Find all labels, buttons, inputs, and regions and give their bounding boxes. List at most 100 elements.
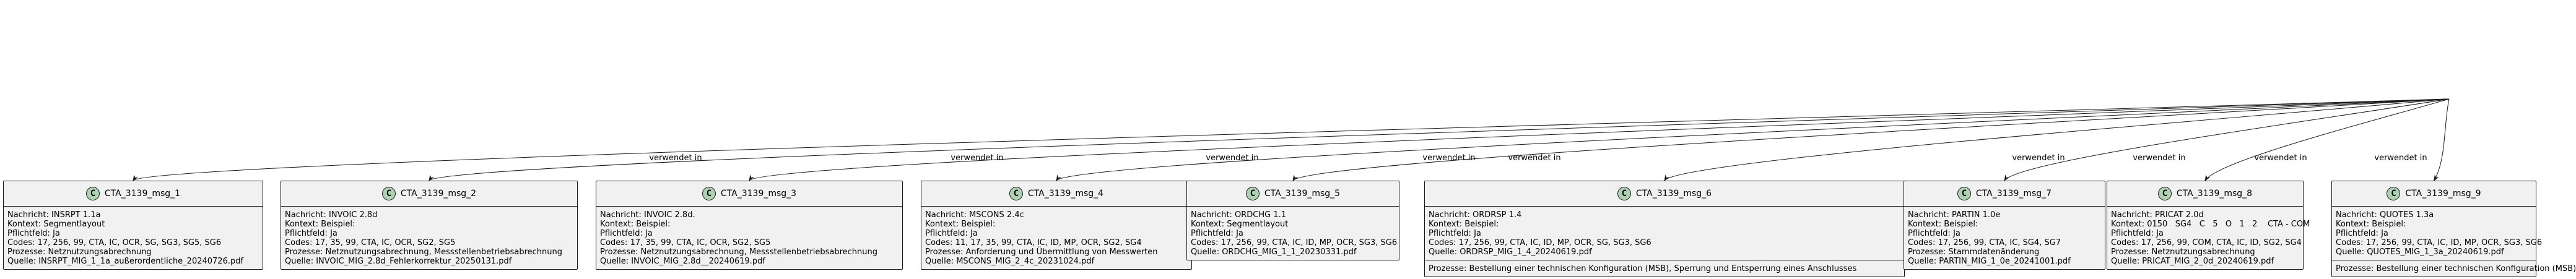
class-header: C CTA_3139_msg_5 [1187, 181, 1399, 207]
class-name: CTA_3139_msg_7 [1975, 189, 2052, 199]
class-c-icon: C [2157, 187, 2172, 200]
dependency-arrow [2204, 98, 2450, 181]
class-name: CTA_3139_msg_3 [720, 189, 797, 199]
edge-label: verwendet in [2254, 153, 2307, 163]
attribute-line: Prozesse: Netznutzungsabrechnung, Messst… [285, 247, 562, 257]
class-name: CTA_3139_msg_2 [400, 189, 477, 199]
attribute-line: Codes: 17, 35, 99, CTA, IC, OCR, SG2, SG… [285, 238, 456, 247]
dependency-arrow [2004, 98, 2450, 181]
attribute-line: Pflichtfeld: Ja [1429, 229, 1481, 238]
attribute-line: Codes: 17, 256, 99, CTA, IC, ID, MP, OCR… [1429, 238, 1651, 247]
attribute-line: Nachricht: ORDRSP 1.4 [1429, 210, 1522, 220]
dependency-arrow [429, 98, 2450, 181]
attribute-line: Codes: 17, 256, 99, COM, CTA, IC, ID, SG… [2111, 238, 2302, 247]
attribute-line: Nachricht: MSCONS 2.4c [925, 210, 1024, 220]
attribute-line: Nachricht: ORDCHG 1.1 [1191, 210, 1287, 220]
attribute-line: Prozesse: Netznutzungsabrechnung, Messst… [600, 247, 877, 257]
attribute-line: Pflichtfeld: Ja [2111, 229, 2164, 238]
attribute-line: Kontext: Beispiel: [2336, 220, 2406, 229]
attribute-line: Codes: 11, 17, 35, 99, CTA, IC, ID, MP, … [925, 238, 1142, 247]
edge-label: verwendet in [1422, 153, 1475, 163]
edge-label: verwendet in [649, 153, 702, 163]
attribute-line: Kontext: 0150 SG4 C 5 O 1 2 CTA - COM [2111, 220, 2310, 229]
class-name: CTA_3139_msg_5 [1264, 189, 1341, 199]
attribute-line: Pflichtfeld: Ja [1908, 229, 1960, 238]
class-name: CTA_3139_msg_6 [1635, 189, 1712, 199]
attribute-line: Codes: 17, 256, 99, CTA, IC, SG4, SG7 [1908, 238, 2061, 247]
dependency-arrow [133, 98, 2450, 181]
class-header: C CTA_3139_msg_8 [2107, 181, 2303, 207]
class-c-icon: C [1957, 187, 1971, 200]
class-header: C CTA_3139_msg_4 [921, 181, 1191, 207]
attribute-line: Nachricht: PARTIN 1.0e [1908, 210, 2001, 220]
dependency-arrow [1056, 98, 2450, 181]
attribute-line: Quelle: PARTIN_MIG_1_0e_20241001.pdf [1908, 257, 2071, 266]
attribute-line: Codes: 17, 256, 99, CTA, IC, ID, MP, OCR… [1191, 238, 1398, 247]
attribute-line: Nachricht: INVOIC 2.8d [285, 210, 378, 220]
attribute-line: Pflichtfeld: Ja [925, 229, 978, 238]
class-name: CTA_3139_msg_4 [1027, 189, 1104, 199]
class-c-icon: C [85, 187, 100, 200]
class-header: C CTA_3139_msg_1 [4, 181, 263, 207]
class-c-icon: C [1617, 187, 1631, 200]
attribute-line: Kontext: Beispiel: [285, 220, 355, 229]
attribute-line: Quelle: ORDCHG_MIG_1_1_20230331.pdf [1191, 247, 1357, 257]
attribute-line: Pflichtfeld: Ja [2336, 229, 2388, 238]
edge-label: verwendet in [2374, 153, 2427, 163]
attribute-line: Kontext: Segmentlayout [7, 220, 105, 229]
attribute-line: Kontext: Beispiel: [925, 220, 996, 229]
class-header: C CTA_3139_msg_6 [1425, 181, 1904, 207]
attribute-line: Pflichtfeld: Ja [285, 229, 337, 238]
attribute-line: Quelle: INSRPT_MIG_1_1a_außerordentliche… [7, 257, 244, 266]
class-name: CTA_3139_msg_1 [104, 189, 181, 199]
dependency-arrow [1664, 98, 2450, 181]
attribute-line: Pflichtfeld: Ja [600, 229, 653, 238]
attribute-line: Codes: 17, 256, 99, CTA, IC, ID, MP, OCR… [2336, 238, 2543, 247]
method-line: Prozesse: Bestellung einer technischen K… [1429, 264, 1857, 273]
attribute-line: Kontext: Beispiel: [1429, 220, 1499, 229]
class-c-icon: C [1245, 187, 1260, 200]
attribute-line: Nachricht: INSRPT 1.1a [7, 210, 101, 220]
class-name: CTA_3139_msg_8 [2176, 189, 2253, 199]
attribute-line: Kontext: Segmentlayout [1191, 220, 1289, 229]
attribute-line: Kontext: Beispiel: [600, 220, 671, 229]
method-line: Prozesse: Bestellung einer technischen K… [2336, 264, 2576, 273]
class-methods: Prozesse: Bestellung einer technischen K… [1425, 260, 1904, 277]
attribute-line: Quelle: INVOIC_MIG_2.8d__20240619.pdf [600, 257, 766, 266]
class-c-icon: C [702, 187, 716, 200]
attribute-line: Prozesse: Netznutzungsabrechnung [2111, 247, 2255, 257]
attribute-line: Quelle: PRICAT_MIG_2_0d_20240619.pdf [2111, 257, 2274, 266]
attribute-line: Quelle: ORDRSP_MIG_1_4_20240619.pdf [1429, 247, 1592, 257]
class-c-icon: C [2387, 187, 2401, 200]
class-c-icon: C [1009, 187, 1023, 200]
attribute-line: Nachricht: QUOTES 1.3a [2336, 210, 2434, 220]
class-header: C CTA_3139_msg_7 [1904, 181, 2105, 207]
attribute-line: Codes: 17, 35, 99, CTA, IC, OCR, SG2, SG… [600, 238, 771, 247]
class-attributes: Nachricht: INVOIC 2.8d.Kontext: Beispiel… [596, 207, 902, 269]
attribute-line: Quelle: MSCONS_MIG_2_4c_20231024.pdf [925, 257, 1095, 266]
edge-label: verwendet in [2133, 153, 2185, 163]
attribute-line: Prozesse: Netznutzungsabrechnung [7, 247, 152, 257]
attribute-line: Nachricht: PRICAT 2.0d [2111, 210, 2204, 220]
dependency-arrow [1292, 98, 2450, 181]
dependency-arrow [749, 98, 2450, 181]
attribute-line: Nachricht: INVOIC 2.8d. [600, 210, 695, 220]
attribute-line: Quelle: QUOTES_MIG_1_3a_20240619.pdf [2336, 247, 2504, 257]
attribute-line: Pflichtfeld: Ja [7, 229, 60, 238]
attribute-line: Quelle: INVOIC_MIG_2.8d_Fehlerkorrektur_… [285, 257, 512, 266]
class-header: C CTA_3139_msg_3 [596, 181, 902, 207]
